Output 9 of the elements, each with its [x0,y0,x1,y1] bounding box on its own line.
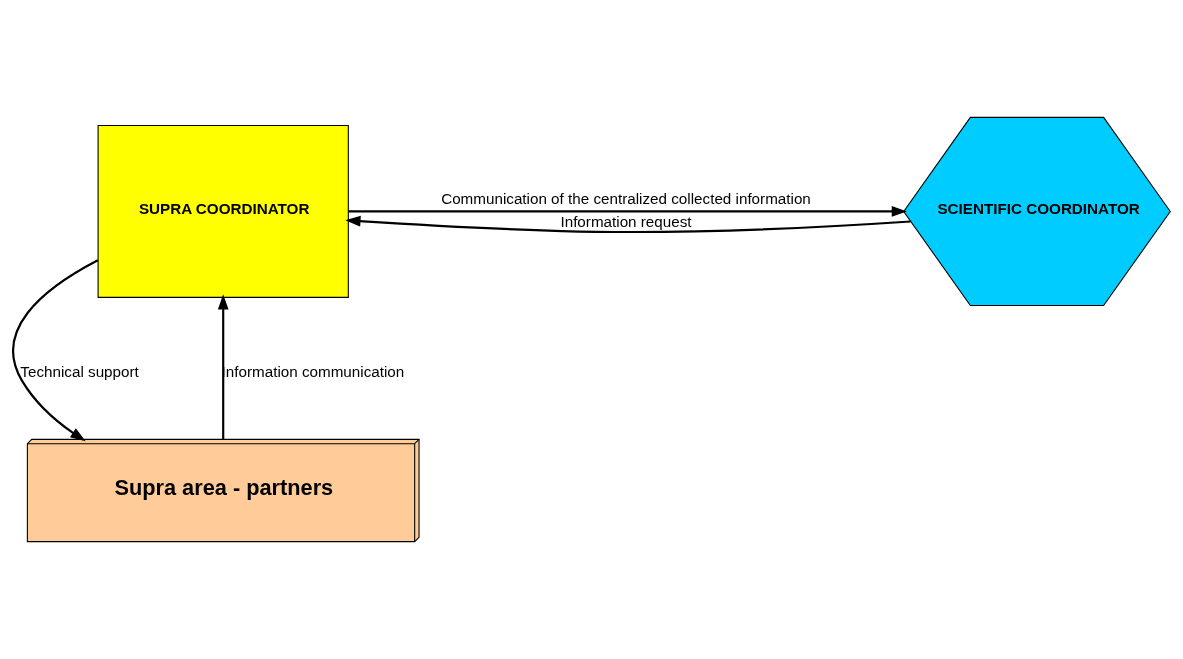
arrow [217,294,229,440]
edge-label: Communication of the centralized collected information [441,190,811,208]
edge-label: Information communication [221,362,405,380]
arrow [348,206,907,217]
edge-label: Technical support [20,362,139,380]
arrow [345,215,911,234]
node-box: SUPRA COORDINATOR [97,124,349,298]
edge-label: Information request [560,212,692,230]
arrow [12,259,99,442]
